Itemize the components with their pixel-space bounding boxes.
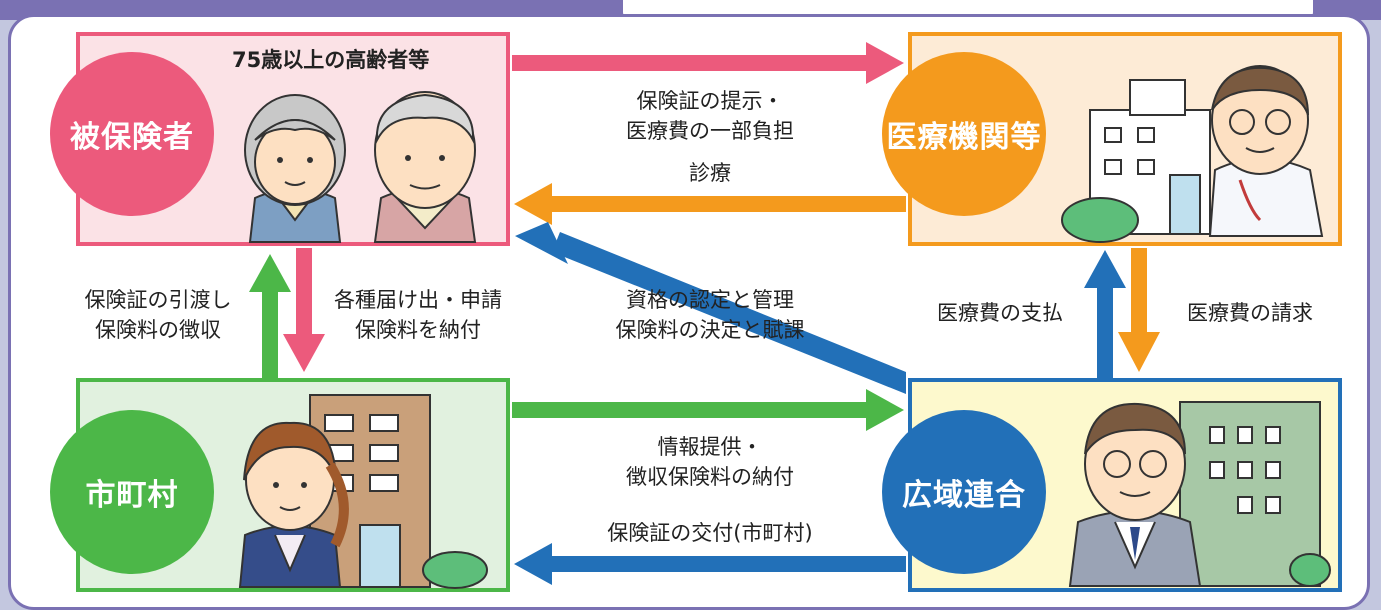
clerk-office-illustration <box>238 394 488 589</box>
doctor-hospital-illustration <box>1061 65 1324 243</box>
label-union-to-medical: 医療費の支払 <box>937 301 1063 325</box>
label-municipality-to-insured: 保険証の引渡し 保険料の徴収 <box>84 288 232 342</box>
label-insured-to-medical: 保険証の提示・ 医療費の一部負担 <box>626 89 794 143</box>
node-union: 広域連合 <box>882 410 1046 574</box>
elderly-couple-illustration <box>244 91 477 243</box>
insured-note: 75歳以上の高齢者等 <box>232 48 430 72</box>
node-municipality: 市町村 <box>50 410 214 574</box>
official-building-illustration <box>1068 401 1331 587</box>
label-insured-to-municipality: 各種届け出・申請 保険料を納付 <box>334 288 502 342</box>
label-medical-to-union: 医療費の請求 <box>1187 301 1313 325</box>
label-medical-to-insured: 診療 <box>689 161 731 185</box>
label-union-to-municipality: 保険証の交付(市町村) <box>607 521 813 545</box>
label-municipality-to-union: 情報提供・ 徴収保険料の納付 <box>626 435 794 489</box>
node-medical: 医療機関等 <box>882 52 1046 216</box>
label-union-to-insured: 資格の認定と管理 保険料の決定と賦課 <box>615 288 805 342</box>
node-insured: 被保険者 <box>50 52 214 216</box>
